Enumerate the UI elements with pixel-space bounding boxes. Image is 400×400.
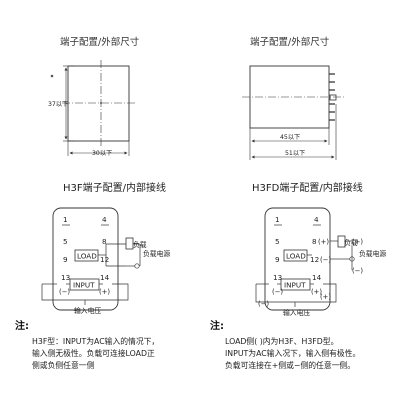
input-voltage-bracket-d bbox=[255, 283, 337, 303]
load-resistor-symbol-d bbox=[337, 235, 346, 248]
supply-label: 负载电源 bbox=[143, 249, 170, 258]
terminal-9-d: 9 bbox=[275, 255, 280, 264]
note-left-line-1: H3F型：INPUT为AC输入的情况下， bbox=[32, 337, 160, 346]
terminal-14: 14 bbox=[100, 273, 110, 282]
terminal-8: 8 bbox=[102, 237, 107, 246]
depth-label: 45以下 bbox=[280, 134, 300, 141]
input-box-d bbox=[280, 278, 311, 291]
key-pin bbox=[329, 94, 337, 101]
load-resistor-symbol bbox=[125, 237, 134, 250]
terminal-5-d: 5 bbox=[275, 237, 280, 246]
load-label-d: 负载 bbox=[344, 238, 358, 247]
h3fd-wiring-diagram: 1 4 5 8 (+) 9 12 (−) 13 14 LOAD INPUT (−… bbox=[255, 207, 386, 317]
depth-dimension bbox=[249, 104, 337, 160]
note-right-line-3: 负载可连接在+侧或−侧的任意一侧。 bbox=[225, 361, 356, 370]
load-box-label: LOAD bbox=[77, 252, 97, 261]
housing-front-outline bbox=[67, 65, 130, 142]
note-left-line-2: 输入侧无极性。负载可连接LOAD正 bbox=[32, 349, 155, 358]
note-left-line-3: 侧或负侧任意一侧 bbox=[32, 361, 95, 370]
input-plus-label: (+) bbox=[99, 288, 110, 296]
note-key-right: 注: bbox=[210, 321, 224, 332]
input-voltage-label: 输入电压 bbox=[74, 306, 101, 315]
dimension-caption-left: 端子配置/外部尺寸 bbox=[60, 37, 140, 48]
terminal-8-polarity: (+) bbox=[318, 238, 329, 246]
input-voltage-label-d: 输入电压 bbox=[283, 308, 310, 317]
out-plus-label: (+) bbox=[352, 238, 363, 246]
load-box bbox=[74, 249, 99, 262]
input-minus-label-d: (−) bbox=[272, 288, 283, 296]
terminal-12: 12 bbox=[100, 255, 109, 264]
note-key-left: 注: bbox=[15, 321, 29, 332]
front-outline-drawing bbox=[62, 60, 136, 146]
supply-symbol bbox=[134, 263, 140, 269]
load-box-d bbox=[283, 249, 308, 262]
input-box-label-d: INPUT bbox=[284, 281, 306, 290]
terminal-5: 5 bbox=[63, 237, 68, 246]
terminal-1: 1 bbox=[63, 215, 68, 224]
h3f-wiring-diagram: 1 4 5 8 9 12 13 14 LOAD INPUT (−) (+) 负载… bbox=[41, 207, 170, 315]
bracket-minus-label: (−) bbox=[258, 300, 269, 308]
total-length-label: 51以下 bbox=[285, 150, 305, 157]
bracket-plus-label: (+) bbox=[320, 293, 331, 301]
terminal-4: 4 bbox=[102, 215, 107, 224]
terminal-13: 13 bbox=[61, 273, 70, 282]
terminal-12-d: 12 bbox=[310, 255, 319, 264]
terminal-4-d: 4 bbox=[314, 215, 319, 224]
terminal-9: 9 bbox=[63, 255, 68, 264]
load-label: 负载 bbox=[133, 240, 147, 249]
terminal-12-polarity: (−) bbox=[320, 256, 331, 264]
wiring-caption-left: H3F端子配置/内部接线 bbox=[63, 183, 167, 194]
supply-label-d: 负载电源 bbox=[359, 249, 386, 258]
load-box-label-d: LOAD bbox=[286, 252, 306, 261]
width-label: 30以下 bbox=[92, 150, 112, 157]
side-profile-drawing bbox=[242, 65, 346, 129]
width-dimension bbox=[67, 141, 130, 156]
dimension-caption-right: 端子配置/外部尺寸 bbox=[250, 37, 330, 48]
input-voltage-bracket bbox=[41, 283, 129, 301]
terminal-13-d: 13 bbox=[273, 273, 282, 282]
note-right-line-2: INPUT为AC输入况下，输入侧有极性。 bbox=[225, 349, 361, 358]
pins-profile bbox=[329, 73, 335, 121]
input-box bbox=[69, 278, 100, 291]
out-minus-label: (−) bbox=[352, 267, 363, 275]
height-dimension bbox=[63, 65, 75, 142]
terminal-8-d: 8 bbox=[312, 237, 317, 246]
center-dot bbox=[100, 102, 102, 104]
note-right-line-1: LOAD侧( )内为H3F、H3FD型。 bbox=[225, 337, 339, 346]
dot-mark-upper bbox=[50, 74, 54, 78]
relay-socket-outline bbox=[52, 207, 119, 311]
supply-symbol-d bbox=[349, 256, 355, 262]
input-box-label: INPUT bbox=[73, 281, 95, 290]
input-minus-label: (−) bbox=[59, 288, 70, 296]
wiring-caption-right: H3FD端子配置/内部接线 bbox=[252, 183, 363, 194]
terminal-1-d: 1 bbox=[275, 215, 280, 224]
height-label: 37以下 bbox=[48, 101, 68, 108]
input-plus-label-d: (+) bbox=[311, 288, 322, 296]
terminal-14-d: 14 bbox=[312, 273, 322, 282]
